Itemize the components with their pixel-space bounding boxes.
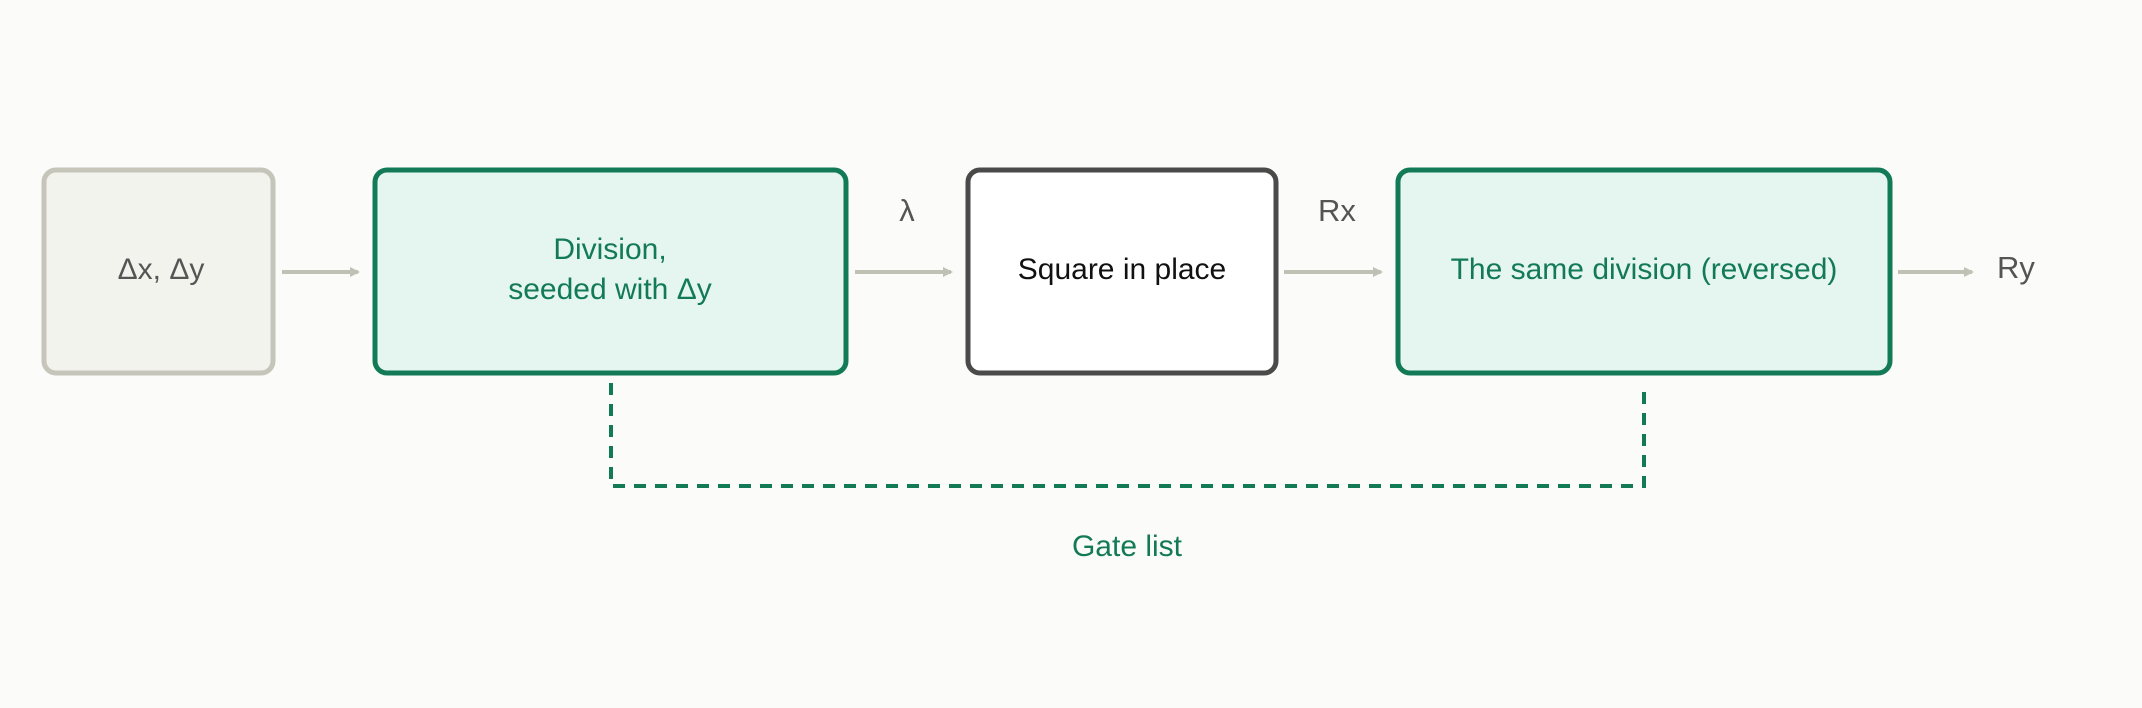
- division-label-line2: seeded with Δy: [508, 273, 711, 306]
- square-label: Square in place: [1018, 253, 1226, 286]
- input-label: Δx, Δy: [118, 253, 205, 286]
- reversed-division-node: The same division (reversed): [1395, 167, 1893, 376]
- ry-label: Ry: [1997, 250, 2035, 285]
- square-node: Square in place: [965, 167, 1279, 376]
- division-label-line1: Division,: [553, 233, 666, 266]
- input-node: Δx, Δy: [41, 167, 276, 376]
- square-box: [965, 167, 1279, 376]
- gate-list-connector: [609, 383, 1646, 488]
- division-node: Division, seeded with Δy: [372, 167, 849, 376]
- division-box: [372, 167, 849, 376]
- reversed-division-label: The same division (reversed): [1451, 253, 1838, 286]
- reversed-division-box: [1395, 167, 1893, 376]
- input-box: [41, 167, 276, 376]
- lambda-label: λ: [899, 193, 915, 228]
- gate-list-label: Gate list: [1072, 530, 1183, 563]
- rx-label: Rx: [1318, 193, 1356, 228]
